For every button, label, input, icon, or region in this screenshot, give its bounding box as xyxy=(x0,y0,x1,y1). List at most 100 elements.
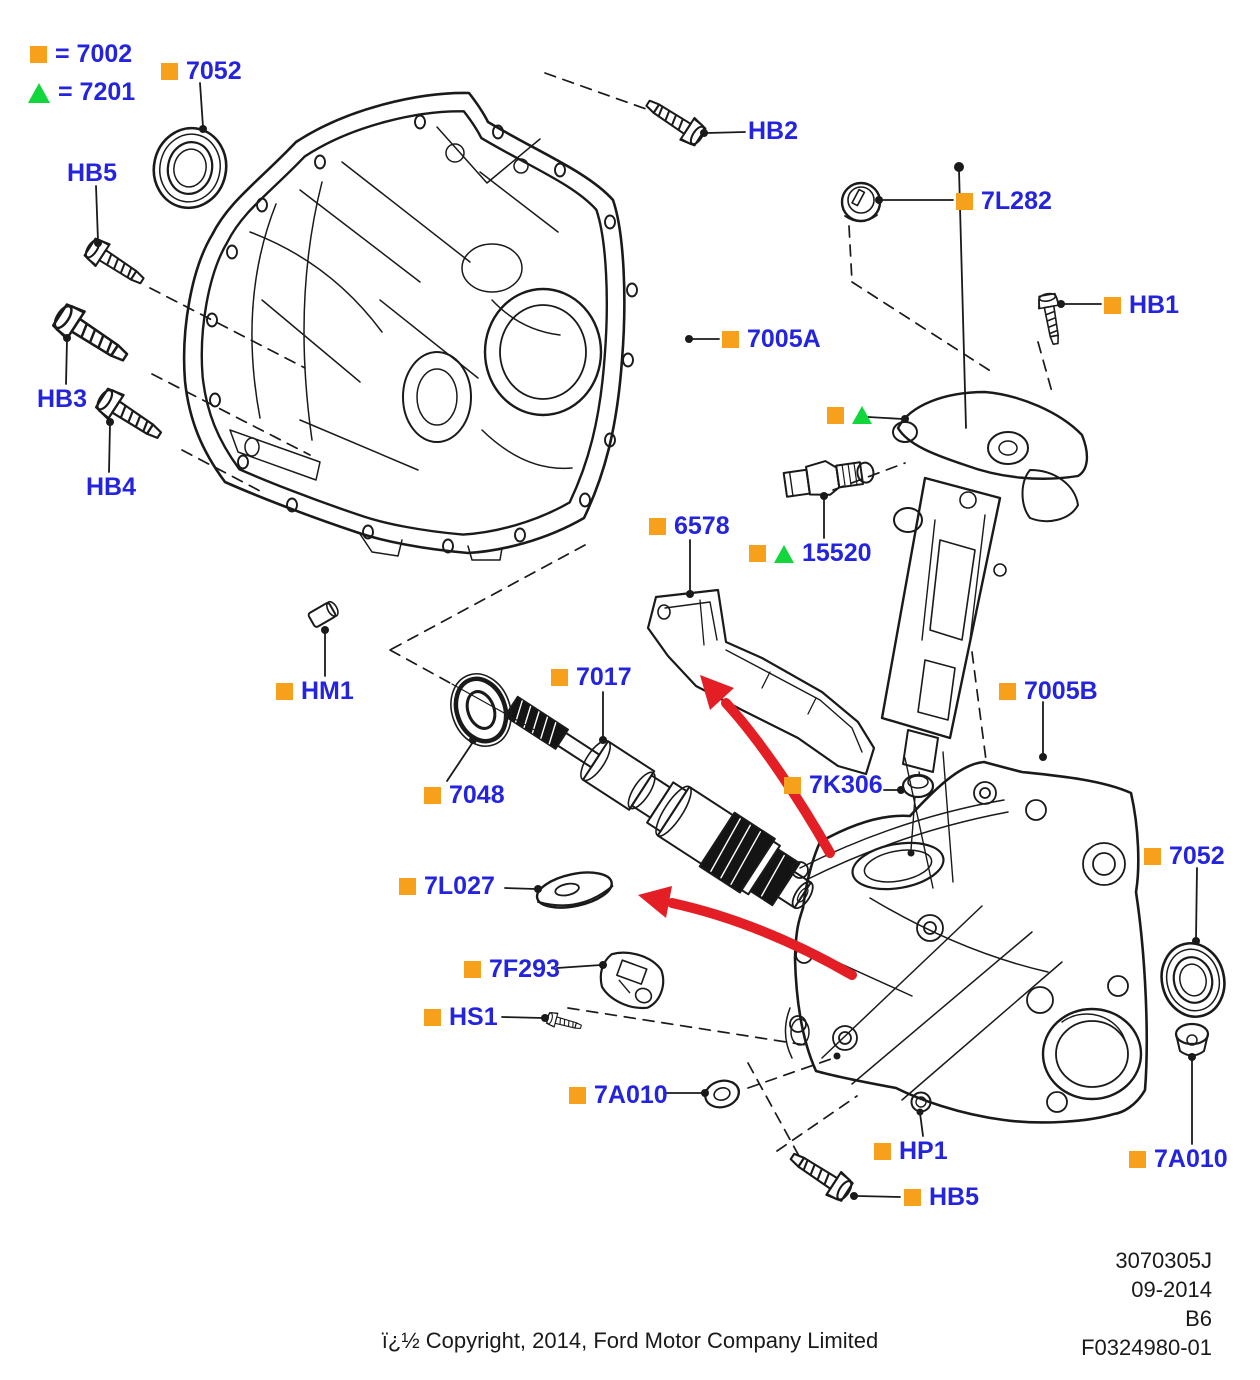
callout-label: HB1 xyxy=(1129,291,1180,319)
breather-7l282-drawing xyxy=(840,181,882,223)
callout-label: HB2 xyxy=(748,117,799,145)
shift-tower-drawing xyxy=(880,162,1089,889)
callout-label: 7L027 xyxy=(424,872,495,900)
callout-7l027[interactable]: 7L027 xyxy=(399,874,495,899)
orange-square-icon xyxy=(464,961,481,978)
callout-label: 7048 xyxy=(449,781,505,809)
leader-dots xyxy=(63,125,1200,1200)
dowel-hm1-drawing xyxy=(307,600,339,628)
plug-7a010-left-drawing xyxy=(704,1079,741,1109)
orange-square-icon xyxy=(874,1143,891,1160)
green-triangle-icon xyxy=(852,406,872,424)
callout-15520[interactable]: 15520 xyxy=(749,541,872,566)
leader-lines xyxy=(65,82,1198,1198)
callout-hb5-bottom[interactable]: HB5 xyxy=(904,1185,979,1210)
screw-hs1-drawing xyxy=(544,1010,584,1035)
callout-7052-top[interactable]: 7052 xyxy=(161,59,242,84)
callout-7052-right[interactable]: 7052 xyxy=(1144,844,1225,869)
callout-label: HP1 xyxy=(899,1137,948,1165)
callout-label: 7L282 xyxy=(981,187,1052,215)
switch-7f293-drawing xyxy=(599,951,665,1010)
orange-square-icon xyxy=(1144,848,1161,865)
orange-square-icon xyxy=(424,787,441,804)
bolt-hb5-top-drawing xyxy=(80,234,151,293)
callout-label: HS1 xyxy=(449,1003,498,1031)
legend-row-7201: = 7201 xyxy=(28,80,135,105)
orange-square-icon xyxy=(399,878,416,895)
callout-label: HB5 xyxy=(67,159,118,187)
orange-square-icon xyxy=(1104,297,1121,314)
orange-square-icon xyxy=(784,777,801,794)
callout-label: 7A010 xyxy=(594,1081,668,1109)
callout-7a010-right[interactable]: 7A010 xyxy=(1129,1147,1228,1172)
clutch-housing-7005a-drawing xyxy=(182,91,638,561)
legend-label: = 7002 xyxy=(55,40,133,68)
callout-7005b[interactable]: 7005B xyxy=(999,679,1098,704)
callout-hs1[interactable]: HS1 xyxy=(424,1005,498,1030)
gear-case-7005b-drawing xyxy=(784,760,1149,1124)
callout-hb3[interactable]: HB3 xyxy=(37,387,87,412)
bolt-hb5-bottom-drawing xyxy=(783,1144,857,1206)
orange-square-icon xyxy=(999,683,1016,700)
callout-label: 6578 xyxy=(674,512,730,540)
callout-label: 15520 xyxy=(802,539,872,567)
orange-square-icon xyxy=(904,1189,921,1206)
callout-7a010-left[interactable]: 7A010 xyxy=(569,1083,668,1108)
callout-hb4[interactable]: HB4 xyxy=(86,475,136,500)
callout-label: HB5 xyxy=(929,1183,980,1211)
bolt-hb3-drawing xyxy=(48,299,136,373)
orange-square-icon xyxy=(956,193,973,210)
bolt-hb2-drawing xyxy=(639,91,710,150)
bracket-6578-drawing xyxy=(646,588,876,776)
callout-7017[interactable]: 7017 xyxy=(551,665,632,690)
legend-label: = 7201 xyxy=(58,78,136,106)
green-triangle-icon xyxy=(774,544,794,563)
orange-square-icon xyxy=(551,669,568,686)
stamp-grid: B6 xyxy=(1185,1306,1212,1331)
callout-label: 7005B xyxy=(1024,677,1098,705)
copyright-line: ï¿½ Copyright, 2014, Ford Motor Company … xyxy=(381,1328,879,1353)
bushing-7k306-drawing xyxy=(901,771,935,851)
callout-label: 7F293 xyxy=(489,955,560,983)
callout-hb1[interactable]: HB1 xyxy=(1104,293,1179,318)
seal-7048-drawing xyxy=(450,673,512,747)
assembly-arrow-left xyxy=(638,886,857,980)
assembly-arrow-up xyxy=(700,675,835,858)
orange-square-icon xyxy=(749,545,766,562)
green-triangle-icon xyxy=(28,82,50,103)
callout-hb5-top[interactable]: HB5 xyxy=(67,161,117,186)
orange-square-icon xyxy=(424,1009,441,1026)
output-seal-7052-right-drawing xyxy=(1160,942,1226,1018)
orange-square-icon xyxy=(276,683,293,700)
callout-marker-only[interactable] xyxy=(827,406,880,424)
orange-square-icon xyxy=(827,406,844,424)
orange-square-icon xyxy=(1129,1151,1146,1168)
bolt-hb4-drawing xyxy=(91,384,169,449)
callout-hm1[interactable]: HM1 xyxy=(276,679,354,704)
input-seal-7052-top-drawing xyxy=(152,126,228,210)
callout-7k306[interactable]: 7K306 xyxy=(784,773,883,798)
sensor-15520-drawing xyxy=(782,460,875,498)
orange-square-icon xyxy=(161,63,178,80)
callout-7l282[interactable]: 7L282 xyxy=(956,189,1052,214)
drawing-stamp: 3070305J 09-2014 B6 F0324980-01 xyxy=(1081,1246,1212,1362)
orange-square-icon xyxy=(30,46,47,63)
stamp-date: 09-2014 xyxy=(1131,1277,1212,1302)
callout-7f293[interactable]: 7F293 xyxy=(464,957,560,982)
callout-7005a[interactable]: 7005A xyxy=(722,327,821,352)
orange-square-icon xyxy=(569,1087,586,1104)
washer-7l027-drawing xyxy=(535,871,614,909)
callout-label: 7052 xyxy=(1169,842,1225,870)
callout-label: 7052 xyxy=(186,57,242,85)
legend-row-7002: = 7002 xyxy=(30,42,132,67)
callout-hb2[interactable]: HB2 xyxy=(748,119,798,144)
orange-square-icon xyxy=(722,331,739,348)
callout-label: 7017 xyxy=(576,663,632,691)
stamp-doc-id: 3070305J xyxy=(1115,1248,1212,1273)
callout-hp1[interactable]: HP1 xyxy=(874,1139,948,1164)
callout-6578[interactable]: 6578 xyxy=(649,514,730,539)
callout-label: 7A010 xyxy=(1154,1145,1228,1173)
callout-7048[interactable]: 7048 xyxy=(424,783,505,808)
